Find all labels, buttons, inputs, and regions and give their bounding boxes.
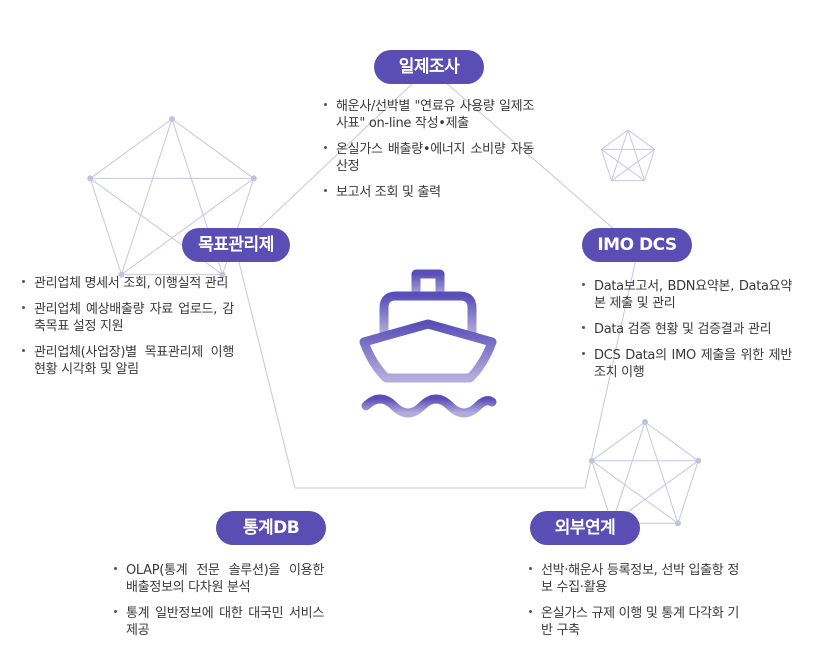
list-item: OLAP(통계 전문 솔루션)을 이용한 배출정보의 다차원 분석 <box>112 562 324 596</box>
network-line <box>611 129 629 181</box>
network-line <box>611 421 646 524</box>
node-target-management-list: 관리업체 명세서 조회, 이행실적 관리 관리업체 예상배출량 자료 업로드, … <box>20 275 234 387</box>
network-line <box>120 118 173 275</box>
network-line <box>644 421 699 462</box>
list-item: 선박·해운사 등록정보, 선박 입출항 정보 수집·활용 <box>527 562 739 596</box>
network-line <box>171 118 255 179</box>
list-item: 관리업체 예상배출량 자료 업로드, 감축목표 설정 지원 <box>20 301 234 335</box>
node-statistics-db-pill: 통계DB <box>216 511 326 545</box>
network-line <box>611 148 655 182</box>
network-line <box>644 421 679 524</box>
node-external-link-pill: 외부연계 <box>530 511 640 545</box>
list-item: 온실가스 배출량•에너지 소비량 자동산정 <box>322 141 534 175</box>
list-item: 해운사/선박별 "연료유 사용량 일제조사표" on-line 작성•제출 <box>322 98 534 132</box>
network-line <box>591 460 679 524</box>
network-line <box>601 129 629 150</box>
network-line <box>643 149 656 181</box>
ship-icon <box>359 269 497 418</box>
network-line <box>627 129 655 150</box>
node-external-link-list: 선박·해운사 등록정보, 선박 입출항 정보 수집·활용 온실가스 규제 이행 … <box>527 562 739 648</box>
node-imo-dcs-list: Data보고서, BDN요약본, Data요약본 제출 및 관리 Data 검증… <box>580 278 792 390</box>
list-item: DCS Data의 IMO 제출을 위한 제반조치 이행 <box>580 347 792 381</box>
list-item: 관리업체 명세서 조회, 이행실적 관리 <box>20 275 234 292</box>
node-survey-list: 해운사/선박별 "연료유 사용량 일제조사표" on-line 작성•제출 온실… <box>322 98 534 210</box>
network-line <box>591 421 646 462</box>
network-line <box>235 67 430 251</box>
list-item: 온실가스 규제 이행 및 통계 다각화 기반 구축 <box>527 605 739 639</box>
network-line <box>428 67 639 251</box>
network-line <box>89 118 173 179</box>
list-item: 통계 일반정보에 대한 대국민 서비스 제공 <box>112 605 324 639</box>
network-line <box>600 149 613 181</box>
network-node-dot <box>695 457 702 464</box>
network-node-dot <box>588 457 595 464</box>
list-item: Data 검증 현황 및 검증결과 관리 <box>580 321 792 338</box>
network-node-dot <box>674 520 681 527</box>
list-item: 관리업체(사업장)별 목표관리제 이행 현황 시각화 및 알림 <box>20 344 234 378</box>
node-imo-dcs-pill: IMO DCS <box>582 228 692 262</box>
network-node-dot <box>250 175 257 182</box>
network-node-dot <box>169 116 175 122</box>
network-line <box>584 249 639 489</box>
network-node-dot <box>219 271 226 278</box>
network-line <box>121 178 255 275</box>
node-survey-pill: 일제조사 <box>374 50 484 84</box>
list-item: 보고서 조회 및 출력 <box>322 184 534 201</box>
network-line <box>677 460 699 524</box>
network-line <box>601 148 645 182</box>
network-node-dot <box>118 271 125 278</box>
network-node-dot <box>642 419 648 425</box>
network-line <box>627 129 645 181</box>
network-line <box>235 249 296 489</box>
node-statistics-db-list: OLAP(통계 전문 솔루션)을 이용한 배출정보의 다차원 분석 통계 일반정… <box>112 562 324 648</box>
list-item: Data보고서, BDN요약본, Data요약본 제출 및 관리 <box>580 278 792 312</box>
node-target-management-pill: 목표관리제 <box>182 228 290 262</box>
network-line <box>89 178 122 275</box>
network-node-dot <box>87 175 94 182</box>
